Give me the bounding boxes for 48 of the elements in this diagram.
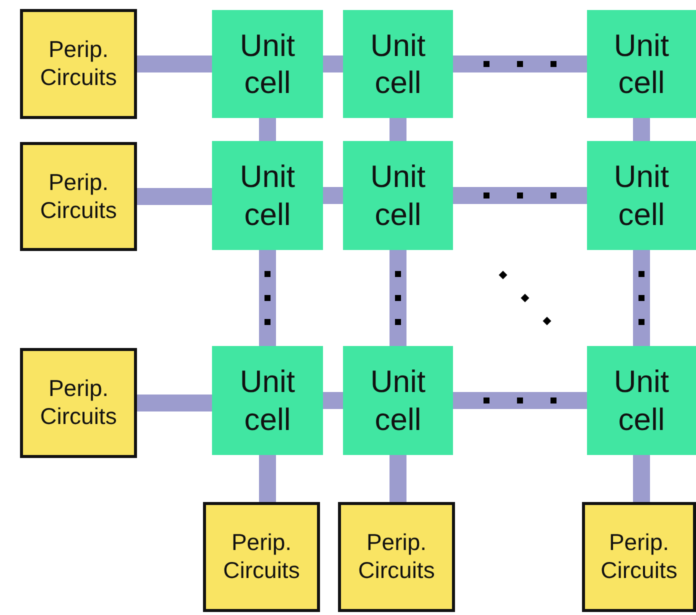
bus-line (633, 118, 650, 141)
peripheral-circuit-box (20, 9, 137, 119)
bus-line (390, 118, 406, 141)
cell-label: Unit cell (612, 26, 670, 102)
bus-line (323, 187, 343, 204)
circuit-label: Perip. Circuits (600, 529, 678, 585)
bus-line (323, 56, 343, 72)
cell-label: Unit cell (238, 158, 296, 233)
unit-cell-box (587, 346, 696, 455)
cell-label: Unit cell (369, 363, 427, 438)
cell-label: Unit cell (612, 363, 670, 438)
bus-line (137, 188, 212, 205)
unit-cell-box (212, 346, 323, 455)
circuit-label: Perip. Circuits (39, 36, 118, 92)
peripheral-circuit-box (20, 348, 137, 458)
unit-cell-box (343, 10, 453, 118)
bus-line (390, 455, 406, 502)
unit-cell-box (343, 346, 453, 455)
bus-line (453, 392, 587, 409)
unit-cell-box (587, 141, 696, 250)
circuit-label: Perip. Circuits (39, 375, 118, 431)
cell-label: Unit cell (238, 363, 296, 438)
unit-cell-box (212, 141, 323, 250)
circuit-label: Perip. Circuits (39, 168, 118, 224)
bus-line (453, 187, 587, 204)
bus-line (137, 394, 212, 412)
bus-line (633, 455, 650, 502)
bus-line (633, 250, 650, 346)
cell-label: Unit cell (612, 158, 670, 233)
unit-cell-box (343, 141, 453, 250)
bus-line (390, 250, 406, 346)
bus-line (453, 56, 587, 72)
peripheral-circuit-box (20, 142, 137, 251)
bus-line (259, 250, 276, 346)
bus-line (259, 455, 276, 502)
bus-line (259, 118, 276, 141)
circuit-label: Perip. Circuits (222, 529, 301, 585)
peripheral-circuit-box (338, 502, 455, 612)
cell-label: Unit cell (238, 26, 296, 102)
unit-cell-box (587, 10, 696, 118)
cell-label: Unit cell (369, 26, 427, 102)
unit-cell-box (212, 10, 323, 118)
circuit-label: Perip. Circuits (357, 529, 436, 585)
peripheral-circuit-box (203, 502, 320, 612)
bus-line (323, 392, 343, 409)
bus-line (137, 56, 212, 72)
peripheral-circuit-box (582, 502, 696, 612)
cell-label: Unit cell (369, 158, 427, 233)
